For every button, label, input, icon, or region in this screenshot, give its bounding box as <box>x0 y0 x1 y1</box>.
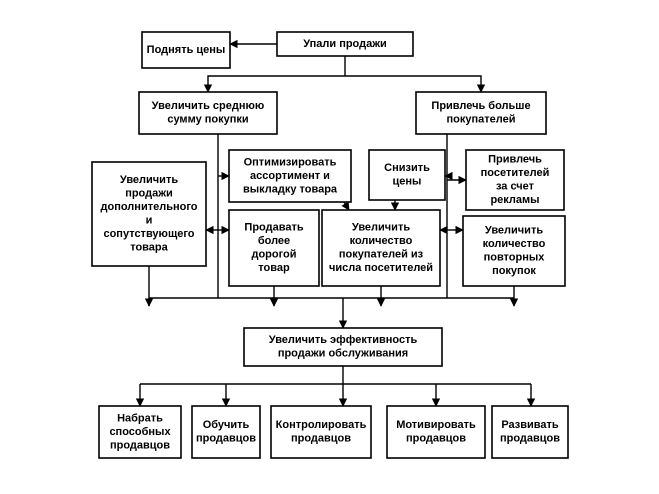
node-box <box>465 149 565 211</box>
node-label-line: Продавать <box>244 222 303 234</box>
node-label-line: дополнительного <box>101 201 198 213</box>
node-box <box>386 405 486 459</box>
node-label-line: продажи обслуживания <box>278 348 408 360</box>
node-label-line: количество <box>350 235 413 247</box>
node-lower-prices: Снизить цены <box>368 149 446 201</box>
node-label-line: Снизить <box>384 162 430 174</box>
node-label-line: покупателей <box>447 114 516 126</box>
node-attract-more-buyers: Привлечь больше покупателей <box>415 91 547 135</box>
node-label-line: количество <box>483 238 546 250</box>
node-label-line: дорогой <box>251 249 296 261</box>
node-label-line: продавцов <box>500 433 560 445</box>
node-box <box>462 215 566 287</box>
connectors <box>135 39 536 407</box>
node-motivate-sellers: Мотивировать продавцов <box>386 405 486 459</box>
node-label-line: повторных <box>484 252 546 264</box>
node-label-line: продавцов <box>110 439 170 451</box>
node-raise-prices: Поднять цены <box>141 31 231 69</box>
node-box <box>276 31 414 57</box>
node-label-line: Увеличить эффективность <box>269 334 418 346</box>
node-label-line: ассортимент и <box>250 170 330 182</box>
node-box <box>91 161 207 267</box>
node-label-line: сопутствующего <box>103 228 194 240</box>
node-box <box>138 91 278 135</box>
node-label-line: Привлечь больше <box>431 100 530 112</box>
node-train-sellers: Обучить продавцов <box>191 405 261 459</box>
node-label-line: числа посетителей <box>329 262 433 274</box>
node-label-line: Обучить <box>203 419 250 431</box>
node-box <box>368 149 446 201</box>
node-label-line: товар <box>258 262 290 274</box>
node-develop-sellers: Развивать продавцов <box>491 405 569 459</box>
node-box <box>321 209 441 287</box>
node-label-line: и <box>146 215 153 227</box>
node-label-line: способных <box>109 426 171 438</box>
node-label-line: продавцов <box>196 433 256 445</box>
node-label-line: Оптимизировать <box>244 156 337 168</box>
node-sales-fell: Упали продажи <box>276 31 414 57</box>
node-box <box>228 209 320 287</box>
node-label-line: Увеличить среднюю <box>152 100 265 112</box>
node-label-line: Упали продажи <box>303 38 387 50</box>
node-box <box>415 91 547 135</box>
node-box <box>228 149 352 203</box>
node-label-line: продажи <box>125 188 173 200</box>
node-control-sellers: Контролировать продавцов <box>270 405 372 459</box>
node-box <box>491 405 569 459</box>
node-label-line: Привлечь <box>488 154 542 166</box>
connector-arrow <box>341 201 350 211</box>
node-label-line: Увеличить <box>352 222 410 234</box>
node-label-line: Поднять цены <box>147 44 226 56</box>
node-label-line: Контролировать <box>276 419 367 431</box>
node-label-line: покупателей из <box>339 249 424 261</box>
node-label-line: сумму покупки <box>167 114 248 126</box>
node-label-line: цены <box>393 176 422 188</box>
node-box <box>98 405 182 459</box>
node-label-line: продавцов <box>406 433 466 445</box>
node-improve-efficiency: Увеличить эффективность продажи обслужива… <box>243 327 443 367</box>
node-label-line: Увеличить <box>485 225 543 237</box>
node-label-line: продавцов <box>291 433 351 445</box>
connector-arrow <box>203 75 345 93</box>
connector-arrow <box>345 75 486 93</box>
node-label-line: выкладку товара <box>243 183 338 195</box>
node-label-line: товара <box>130 242 168 254</box>
node-increase-avg-purchase: Увеличить среднюю сумму покупки <box>138 91 278 135</box>
node-box <box>141 31 231 69</box>
node-label-line: за счет <box>496 181 535 193</box>
node-label-line: Набрать <box>117 412 163 424</box>
node-label-line: Развивать <box>501 419 559 431</box>
node-label-line: Мотивировать <box>396 419 476 431</box>
node-label-line: рекламы <box>490 194 539 206</box>
node-box <box>270 405 372 459</box>
node-box <box>191 405 261 459</box>
node-label-line: Увеличить <box>120 174 178 186</box>
node-box <box>243 327 443 367</box>
node-label-line: покупок <box>492 265 536 277</box>
node-label-line: посетителей <box>481 167 550 179</box>
node-label-line: более <box>258 235 290 247</box>
